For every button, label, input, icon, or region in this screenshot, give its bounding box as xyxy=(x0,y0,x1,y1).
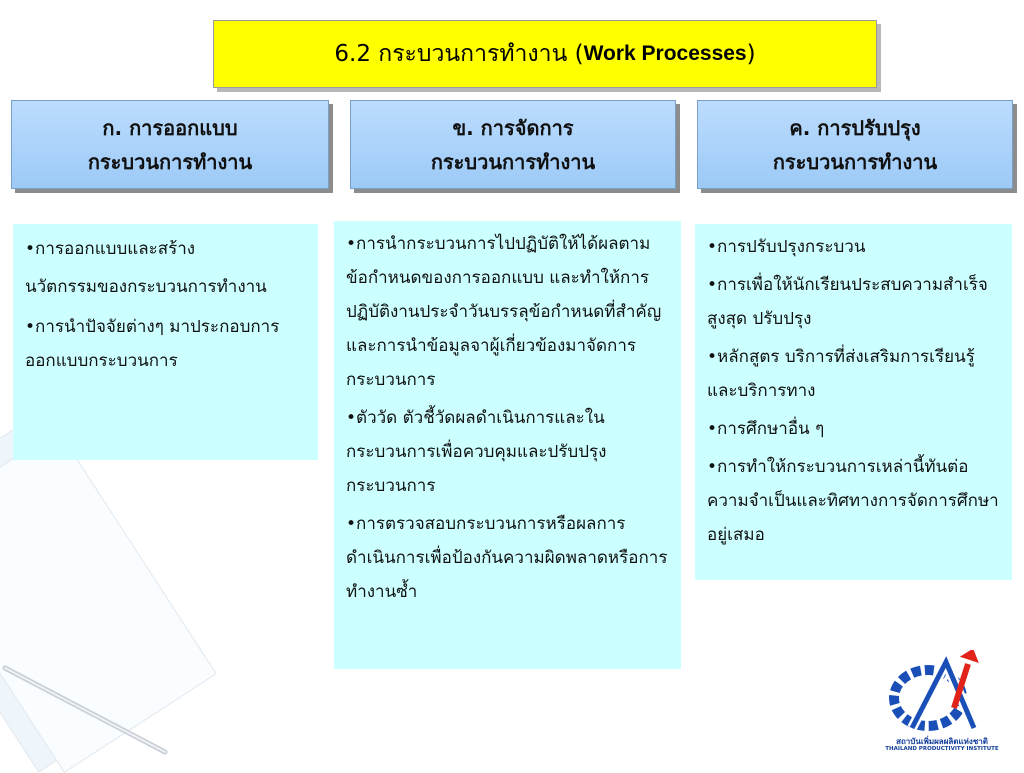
manage-process-content: •การนำกระบวนการไปปฏิบัติให้ได้ผลตามข้อกำ… xyxy=(334,221,681,669)
header-line: ค. การปรับปรุง xyxy=(789,115,921,140)
title-english: Work Processes xyxy=(583,42,747,65)
header-line: ข. การจัดการ xyxy=(452,115,574,140)
header-manage-process: ข. การจัดการ กระบวนการทำงาน xyxy=(350,100,676,189)
list-item: •การออกแบบและสร้าง นวัตกรรมของกระบวนการท… xyxy=(25,239,267,297)
header-line: ก. การออกแบบ xyxy=(102,115,238,140)
list-item: •การตรวจสอบกระบวนการหรือผลการดำเนินการเพ… xyxy=(346,514,668,602)
list-item: •การนำกระบวนการไปปฏิบัติให้ได้ผลตามข้อกำ… xyxy=(346,234,662,390)
design-process-content: •การออกแบบและสร้าง นวัตกรรมของกระบวนการท… xyxy=(13,224,318,460)
header-line: กระบวนการทำงาน xyxy=(430,149,596,174)
title-main: 6.2 กระบวนการทำงาน ( xyxy=(334,41,584,67)
title-close: ) xyxy=(746,41,756,67)
logo-english-text: THAILAND PRODUCTIVITY INSTITUTE xyxy=(885,746,999,752)
list-item: •การทำให้กระบวนการเหล่านี้ทันต่อความจำเป… xyxy=(707,457,999,545)
list-item: •การปรับปรุงกระบวน xyxy=(707,237,866,257)
list-item: •การศึกษาอื่น ๆ xyxy=(707,419,825,439)
header-improve-process: ค. การปรับปรุง กระบวนการทำงาน xyxy=(697,100,1013,189)
tpi-logo: สถาบันเพิ่มผลผลิตแห่งชาติ THAILAND PRODU… xyxy=(882,648,1002,760)
header-line: กระบวนการทำงาน xyxy=(772,149,938,174)
header-design-process: ก. การออกแบบ กระบวนการทำงาน xyxy=(11,100,329,189)
improve-process-content: •การปรับปรุงกระบวน •การเพื่อให้นักเรียนป… xyxy=(695,224,1012,580)
list-item: •ตัววัด ตัวชี้วัดผลดำเนินการและในกระบวนก… xyxy=(346,408,607,496)
list-item: •หลักสูตร บริการที่ส่งเสริมการเรียนรู้ แ… xyxy=(707,347,975,401)
logo-thai-text: สถาบันเพิ่มผลผลิตแห่งชาติ xyxy=(896,737,988,746)
header-line: กระบวนการทำงาน xyxy=(87,149,253,174)
slide-title: 6.2 กระบวนการทำงาน (Work Processes) xyxy=(213,20,877,88)
list-item: •การนำปัจจัยต่างๆ มาประกอบการออกแบบกระบว… xyxy=(25,317,280,371)
pen-icon xyxy=(2,665,168,755)
list-item: •การเพื่อให้นักเรียนประสบความสำเร็จสูงสุ… xyxy=(707,275,988,329)
tpi-logo-icon xyxy=(889,648,979,731)
